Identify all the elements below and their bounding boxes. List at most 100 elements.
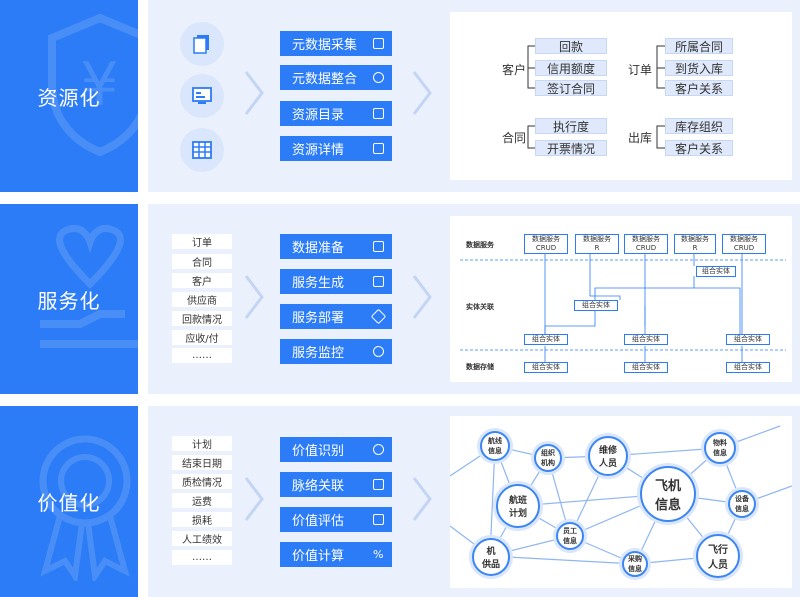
graph-node: 组织 机构 <box>534 444 562 472</box>
data-tag: 应收/付 <box>172 330 232 345</box>
data-tag: …… <box>172 550 232 565</box>
service-mode: CRUD <box>635 244 657 252</box>
button-label: 服务监控 <box>292 346 345 361</box>
outbound-label: 出库 <box>628 131 653 145</box>
section-title-resource: ¥ 资源化 <box>0 0 138 192</box>
button-label: 资源详情 <box>292 143 345 158</box>
resource-catalog-button[interactable]: 资源目录 <box>280 101 392 126</box>
relation-box: 到货入库 <box>665 60 733 76</box>
data-tag: 合同 <box>172 254 232 269</box>
graph-node: 航班 计划 <box>496 484 540 528</box>
svg-text:¥: ¥ <box>80 50 119 120</box>
value-graph-panel: 航线 信息 组织 机构 维修 人员 物料 信息 航班 计划 飞机 信息 设备 信… <box>450 416 792 588</box>
relation-box: 签订合同 <box>535 80 607 96</box>
evaluate-icon <box>373 514 384 525</box>
relation-box: 库存组织 <box>665 118 733 134</box>
resource-detail-button[interactable]: 资源详情 <box>280 136 392 161</box>
copy-document-icon <box>180 22 224 66</box>
data-tag: 客户 <box>172 273 232 288</box>
graph-node: 物料 信息 <box>704 432 736 464</box>
graph-node: 飞行 人员 <box>696 534 740 578</box>
percent-icon: % <box>373 548 384 561</box>
metadata-integrate-button[interactable]: 元数据整合 <box>280 65 392 90</box>
generate-icon <box>373 276 384 287</box>
medal-ribbon-icon <box>39 435 131 581</box>
data-tag: 计划 <box>172 436 232 451</box>
button-label: 元数据整合 <box>292 72 358 87</box>
composite-entity-box: 组合实体 <box>524 362 568 373</box>
graph-node: 维修 人员 <box>588 436 628 476</box>
button-label: 资源目录 <box>292 108 345 123</box>
service-name: 数据服务 <box>583 235 611 243</box>
monitor-icon <box>373 346 384 357</box>
chevron-right-icon <box>412 71 432 115</box>
order-label: 订单 <box>628 63 653 77</box>
integrate-icon <box>373 72 384 83</box>
data-tag: 质检情况 <box>172 474 232 489</box>
button-label: 元数据采集 <box>292 38 358 53</box>
prepare-icon <box>373 241 384 252</box>
relation-box: 执行度 <box>535 118 607 134</box>
section-title-text: 价值化 <box>37 491 101 515</box>
link-icon <box>373 479 384 490</box>
architecture-lines <box>460 254 786 362</box>
service-name: 数据服务 <box>681 235 709 243</box>
value-identify-button[interactable]: 价值识别 <box>280 437 392 462</box>
graph-node: 飞机 信息 <box>640 466 696 522</box>
context-link-button[interactable]: 脉络关联 <box>280 472 392 497</box>
service-generate-button[interactable]: 服务生成 <box>280 269 392 294</box>
data-tag: 订单 <box>172 234 232 249</box>
service-mode: CRUD <box>535 244 557 252</box>
relation-box: 开票情况 <box>535 140 607 156</box>
relation-box: 客户关系 <box>665 80 733 96</box>
composite-entity-box: 组合实体 <box>726 362 770 373</box>
data-tag: 结束日期 <box>172 455 232 470</box>
composite-entity-box: 组合实体 <box>726 334 770 345</box>
data-tag: 回款情况 <box>172 311 232 326</box>
relation-box: 客户关系 <box>665 140 733 156</box>
collect-icon <box>373 38 384 49</box>
service-name: 数据服务 <box>532 235 560 243</box>
metadata-collect-button[interactable]: 元数据采集 <box>280 31 392 56</box>
composite-entity-box: 组合实体 <box>696 266 736 277</box>
section-resource: ¥ 资源化 元数据采集 元数据整合 资源目录 资源详情 客户 回款 信用额度 签… <box>0 0 800 192</box>
shield-yen-icon: ¥ <box>48 13 138 157</box>
resource-relation-panel: 客户 回款 信用额度 签订合同 订单 所属合同 到货入库 客户关系 合同 执行度… <box>450 12 792 180</box>
service-mode: CRUD <box>733 244 755 252</box>
chevron-right-icon <box>244 71 264 115</box>
chevron-right-icon <box>244 477 264 521</box>
button-label: 服务部署 <box>292 311 345 326</box>
chevron-right-icon <box>244 275 264 319</box>
data-tag: 损耗 <box>172 512 232 527</box>
composite-entity-box: 组合实体 <box>574 300 618 311</box>
graph-node: 员工 信息 <box>556 522 584 550</box>
heart-hand-icon <box>40 224 138 348</box>
chevron-right-icon <box>412 275 432 319</box>
button-label: 数据准备 <box>292 241 345 256</box>
button-label: 服务生成 <box>292 276 345 291</box>
data-tag: …… <box>172 348 232 363</box>
service-monitor-button[interactable]: 服务监控 <box>280 339 392 364</box>
relation-box: 回款 <box>535 38 607 54</box>
service-deploy-button[interactable]: 服务部署 <box>280 304 392 329</box>
deploy-icon <box>370 308 387 325</box>
data-prepare-button[interactable]: 数据准备 <box>280 234 392 259</box>
graph-node: 采购 信息 <box>622 551 648 577</box>
service-mode: R <box>692 244 698 252</box>
section-title-service: 服务化 <box>0 204 138 394</box>
row-label-service: 数据服务 <box>466 241 494 249</box>
section-title-text: 服务化 <box>37 288 101 313</box>
value-evaluate-button[interactable]: 价值评估 <box>280 507 392 532</box>
graph-node: 航线 信息 <box>480 431 510 461</box>
bulb-icon <box>373 444 384 455</box>
composite-entity-box: 组合实体 <box>524 334 568 345</box>
relation-box: 所属合同 <box>665 38 733 54</box>
relation-box: 信用额度 <box>535 60 607 76</box>
detail-icon <box>373 143 384 154</box>
service-name: 数据服务 <box>730 235 758 243</box>
button-label: 价值识别 <box>292 444 345 459</box>
value-calculate-button[interactable]: 价值计算% <box>280 542 392 567</box>
